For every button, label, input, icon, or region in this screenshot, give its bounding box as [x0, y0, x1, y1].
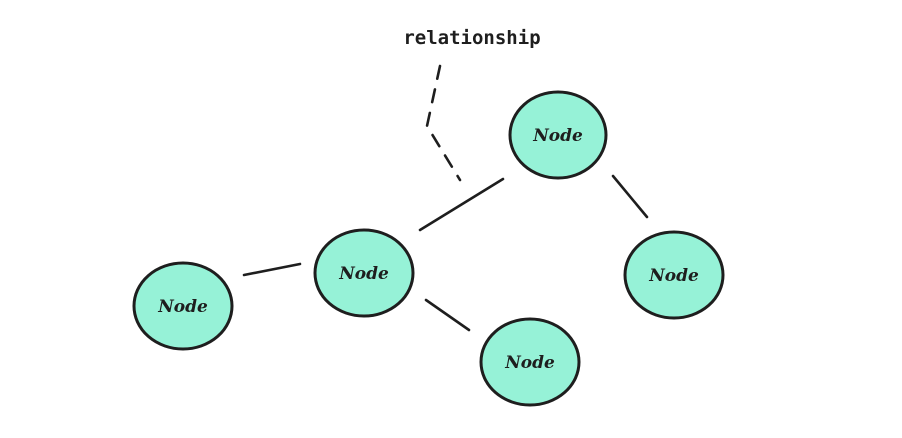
edge-center-to-bottom	[424, 298, 471, 332]
edge-top-to-center	[418, 177, 505, 232]
node-center[interactable]: Node	[313, 228, 415, 318]
relationship-pointer	[425, 64, 462, 182]
node-top-label: Node	[532, 126, 583, 146]
edge-top-to-right	[611, 174, 649, 219]
node-center-label: Node	[338, 264, 389, 284]
node-center-shape	[313, 228, 415, 318]
node-bottom-shape	[479, 317, 581, 407]
node-top-shape	[508, 90, 608, 180]
node-left-shape	[132, 261, 234, 351]
edge-left-to-center	[242, 262, 302, 277]
node-left[interactable]: Node	[132, 261, 234, 351]
node-right[interactable]: Node	[623, 230, 725, 320]
node-right-shape	[623, 230, 725, 320]
node-left-label: Node	[157, 297, 208, 317]
node-bottom-label: Node	[504, 353, 555, 373]
node-right-label: Node	[648, 266, 699, 286]
relationship-label: relationship	[403, 27, 540, 49]
node-bottom[interactable]: Node	[479, 317, 581, 407]
node-top[interactable]: Node	[508, 90, 608, 180]
